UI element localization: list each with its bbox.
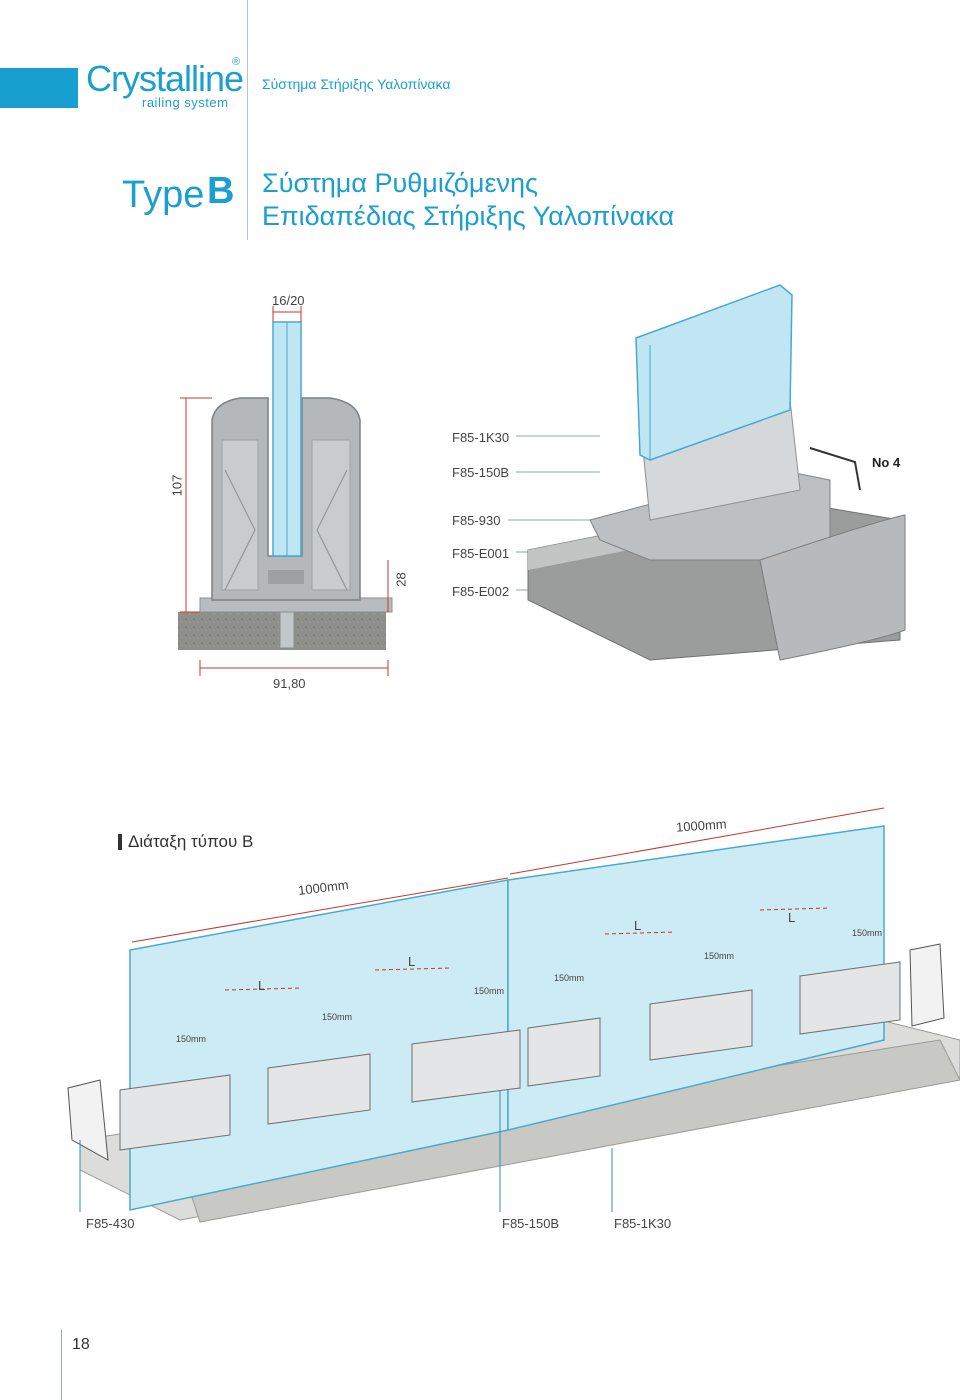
part-label-f85-150b: F85-150B (452, 465, 510, 480)
profile-section-drawing (178, 306, 393, 676)
allen-key (809, 447, 861, 491)
header-divider (247, 0, 248, 240)
layout-drawing (67, 807, 960, 1223)
length-label: L (788, 910, 796, 925)
footer-divider (61, 1330, 62, 1400)
part-label-f85-930: F85-930 (452, 513, 501, 528)
profile-3d-drawing (527, 284, 906, 661)
part-label-f85-1k30-layout: F85-1K30 (614, 1216, 672, 1231)
brand-color-band (0, 68, 78, 108)
registered-mark: ® (232, 56, 241, 68)
part-label-f85-150b-layout: F85-150B (502, 1216, 560, 1231)
dimension-base-height: 28 (393, 572, 409, 587)
spacing-label: 150mm (176, 1034, 207, 1044)
layout-title: Διάταξη τύπου Β (128, 832, 254, 851)
section-marker (118, 834, 122, 850)
spacing-label: 150mm (474, 986, 505, 996)
type-letter: B (207, 170, 235, 212)
spacing-label: 150mm (554, 973, 585, 983)
spacing-label: 150mm (852, 928, 883, 938)
length-label: L (258, 978, 266, 993)
length-label: L (408, 954, 416, 969)
part-label-f85-e001: F85-E001 (452, 546, 510, 561)
dimension-glass-thickness: 16/20 (272, 293, 305, 308)
glass-panel-3d (635, 284, 793, 461)
brand-logo: Crystalline (86, 58, 244, 99)
tool-label: No 4 (872, 455, 901, 470)
brand-subtitle: railing system (142, 95, 229, 110)
page-title-line-2: Επιδαπέδιας Στήριξης Υαλοπίνακα (262, 201, 675, 231)
header-title: Σύστημα Στήριξης Υαλοπίνακα (262, 76, 451, 92)
page-number: 18 (72, 1336, 90, 1353)
type-word: Type (122, 174, 205, 216)
length-label: L (634, 918, 642, 933)
end-cap-right (909, 943, 945, 1027)
profile-segments (119, 961, 901, 1151)
part-label-f85-430: F85-430 (86, 1216, 135, 1231)
dimension-profile-height: 107 (169, 474, 185, 497)
part-label-f85-e002: F85-E002 (452, 584, 510, 599)
part-label-f85-1k30: F85-1K30 (452, 430, 510, 445)
page-title-line-1: Σύστημα Ρυθμιζόμενης (262, 168, 539, 198)
spacing-label: 150mm (322, 1012, 353, 1022)
end-cap-left (67, 1079, 109, 1161)
dimension-profile-width: 91,80 (273, 676, 306, 691)
spacing-label: 150mm (704, 951, 735, 961)
